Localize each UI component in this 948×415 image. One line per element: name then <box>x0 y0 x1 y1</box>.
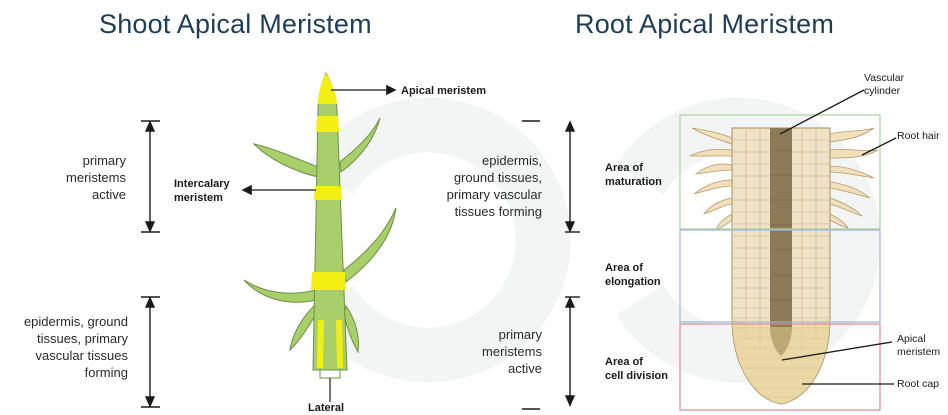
root-apical-meristem-label: Apical meristem <box>897 333 940 359</box>
root-lower-bracket <box>522 297 580 409</box>
intercalary-meristem-label: Intercalary meristem <box>174 177 230 205</box>
shoot-diagram <box>0 0 470 414</box>
shoot-lower-bracket <box>141 297 160 407</box>
root-body <box>732 128 830 404</box>
lateral-label: Lateral <box>308 401 344 415</box>
shoot-upper-bracket <box>141 121 160 232</box>
root-hair-label: Root hair <box>897 130 940 143</box>
root-upper-bracket <box>522 121 580 232</box>
root-diagram <box>470 0 948 414</box>
vascular-leader <box>780 90 864 134</box>
zone-elongation-label: Area of elongation <box>605 261 661 289</box>
root-hair-leader <box>862 138 896 155</box>
zone-division-label: Area of cell division <box>605 355 668 383</box>
shoot-stem <box>311 73 347 402</box>
root-cap-label: Root cap <box>897 378 939 391</box>
zone-maturation-label: Area of maturation <box>605 161 662 189</box>
vascular-cylinder-label: Vascular cylinder <box>864 72 904 98</box>
